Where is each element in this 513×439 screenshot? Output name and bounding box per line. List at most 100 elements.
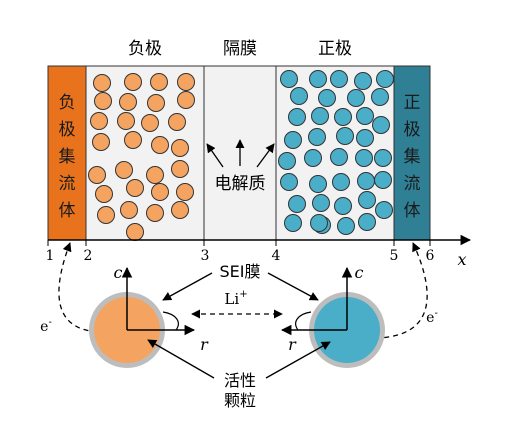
anode-r-label: r [200,335,209,354]
cathode-particle [309,175,327,193]
cathode-particle [290,87,308,105]
cathode-particle [334,197,352,215]
anode-particle [97,206,115,224]
x-axis-ticks [47,240,431,246]
cathode-particles [278,70,394,235]
electrolyte-arrow-left [206,143,224,168]
tick-label-3: 3 [201,248,210,264]
cathode-cc-text-char: 极 [404,120,421,140]
anode-particle [126,179,144,197]
cathode-particle [357,172,375,190]
anode-particle [177,73,195,91]
cathode-particle [355,149,373,167]
anode-particle [151,183,169,201]
sei-arrow-left [162,272,213,301]
sei-label: SEI膜 [220,262,261,281]
cathode-particle [375,201,393,219]
cathode-particle [280,70,298,88]
anode-particle [90,112,108,130]
anode-cc-text-char: 集 [59,147,76,167]
cathode-particle [334,108,352,126]
anode-cc-text-char: 流 [59,174,76,194]
anode-particle [88,166,106,184]
tick-label-2: 2 [84,248,93,264]
anode-particle [93,74,111,92]
cathode-particle [311,107,329,125]
anode-label: 负极 [128,39,162,59]
cathode-particle [354,72,372,90]
anode-particle [171,201,189,219]
anode-c-label: c [114,263,123,282]
cathode-particle [347,89,365,107]
anode-particles [88,73,195,241]
cathode-particle [330,70,348,88]
cathode-particle [372,116,390,134]
anode-particle [120,201,138,219]
anode-particle [171,139,189,157]
cathode-particle [288,108,306,126]
anode-particle [146,166,164,184]
separator-label: 隔膜 [223,39,257,59]
cathode-cc-text-char: 体 [404,201,421,221]
cathode-particle [284,214,302,232]
cathode-particle [309,70,327,88]
anode-particle [150,73,168,91]
anode-particle [151,136,169,154]
electrolyte-label: 电解质 [215,174,266,194]
cathode-r-label: r [288,335,297,354]
cathode-particle [358,213,376,231]
cathode-particle [358,191,376,209]
anode-particle [171,160,189,178]
anode-cc-text-char: 负 [59,93,76,113]
anode-cc-text-char: 极 [59,120,76,140]
anode-particle [147,94,165,112]
x-axis-label: x [457,250,466,269]
cathode-particle [336,127,354,145]
cathode-particle [356,107,374,125]
cathode-particle [371,88,389,106]
anode-particle [168,113,186,131]
anode-particle [95,185,113,203]
cathode-sei-bracket [295,311,312,331]
electron-path-anode [58,242,101,333]
anode-particle [176,183,194,201]
cathode-cc-text-char: 正 [404,93,421,113]
anode-particle [94,92,112,110]
cathode-particle [374,171,392,189]
cathode-particle [330,148,348,166]
cathode-particle [284,131,302,149]
electron-label-anode: e- [40,317,52,335]
active-particle-label-line2: 颗粒 [224,391,256,410]
li-ion-label: Li+ [224,289,247,308]
cathode-particle [312,194,330,212]
anode-particle [177,91,195,109]
anode-particle [119,93,137,111]
anode-sei-bracket [162,311,179,331]
anode-particle [126,223,144,241]
cathode-particle [318,89,336,107]
active-particle-label-line1: 活性 [224,371,256,390]
cathode-particle [310,214,328,232]
anode-particle [115,161,133,179]
active-particle-arrow-left [147,339,215,379]
tick-label-4: 4 [272,248,281,264]
cathode-particle [304,149,322,167]
cathode-particle [332,173,350,191]
cathode-particle [356,129,374,147]
cathode-particle [288,195,306,213]
electrolyte-arrow-right [256,143,275,168]
cathode-cc-text-char: 流 [404,174,421,194]
tick-label-1: 1 [46,248,55,264]
cathode-particle [308,128,326,146]
anode-cc-text-char: 体 [59,201,76,221]
electron-path-cathode [377,242,428,339]
electron-label-cathode: e- [426,308,438,326]
anode-current-collector [47,65,87,241]
cathode-particle [376,70,394,88]
tick-label-5: 5 [390,248,399,264]
sei-arrow-right [267,272,319,301]
anode-particle [146,204,164,222]
